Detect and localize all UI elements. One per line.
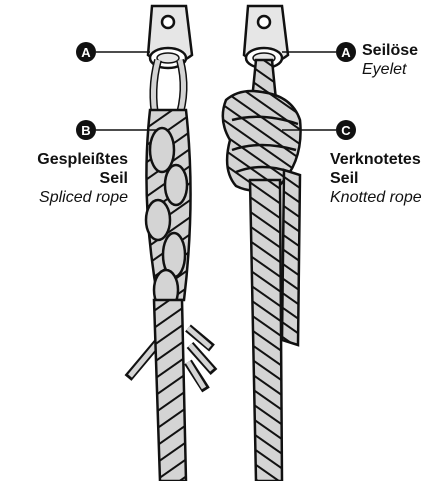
marker-a-right: A: [336, 42, 356, 62]
knotted-rope-label: Verknotetes Seil Knotted rope: [330, 150, 422, 207]
knotted-rope: [223, 60, 301, 481]
svg-text:A: A: [81, 45, 91, 60]
spliced-label-de-2: Seil: [2, 169, 128, 188]
spliced-label-en: Spliced rope: [2, 188, 128, 207]
knotted-label-de-1: Verknotetes: [330, 150, 422, 169]
svg-text:A: A: [341, 45, 351, 60]
spliced-label-de-1: Gespleißtes: [2, 150, 128, 169]
spliced-rope: [128, 60, 214, 481]
spliced-rope-label: Gespleißtes Seil Spliced rope: [2, 150, 128, 207]
marker-a-left: A: [76, 42, 96, 62]
eyelet-label-en: Eyelet: [362, 60, 418, 79]
marker-c: C: [336, 120, 356, 140]
svg-text:C: C: [341, 123, 351, 138]
right-eyelet: [244, 6, 288, 68]
left-eyelet: [148, 6, 192, 68]
eyelet-label-de: Seilöse: [362, 41, 418, 60]
marker-b: B: [76, 120, 96, 140]
svg-text:B: B: [81, 123, 90, 138]
knotted-label-de-2: Seil: [330, 169, 422, 188]
eyelet-label: Seilöse Eyelet: [362, 41, 418, 79]
knotted-label-en: Knotted rope: [330, 188, 422, 207]
